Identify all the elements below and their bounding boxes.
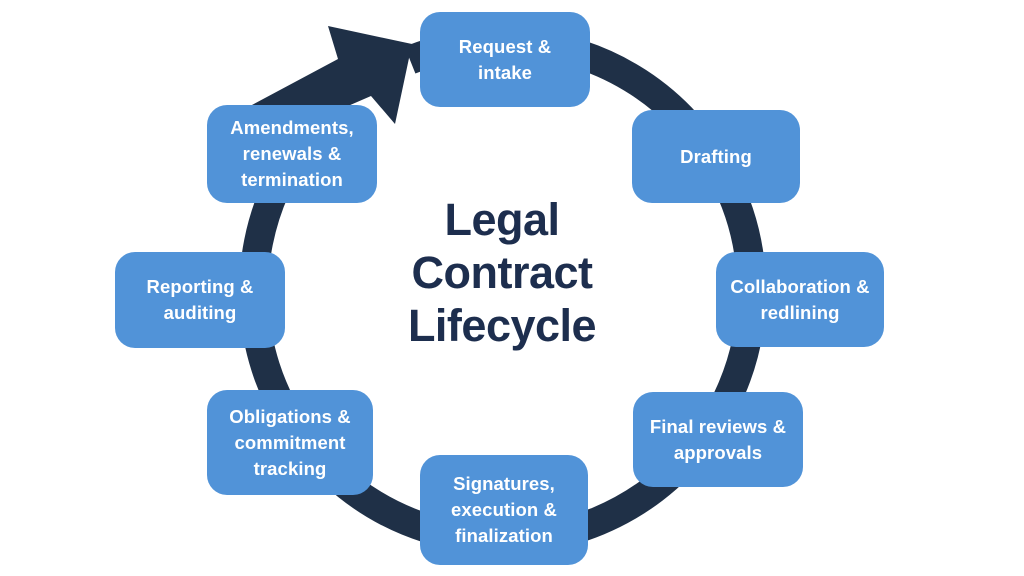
stage-label-obligations-commitment-tracking: Obligations & commitment tracking: [229, 405, 351, 479]
stage-box-signatures-execution-finalization: Signatures, execution & finalization: [420, 455, 588, 565]
diagram-title-line-1: Legal: [444, 194, 560, 245]
stage-box-drafting: Drafting: [632, 110, 800, 203]
stage-label-collaboration-redlining: Collaboration & redlining: [730, 275, 870, 323]
stage-box-obligations-commitment-tracking: Obligations & commitment tracking: [207, 390, 373, 495]
stage-label-reporting-auditing: Reporting & auditing: [146, 276, 254, 323]
diagram-title-line-3: Lifecycle: [407, 300, 597, 351]
stage-label-drafting: Drafting: [680, 145, 752, 167]
stage-label-amendments-renewals-termination: Amendments, renewals & termination: [230, 117, 354, 190]
stage-box-reporting-auditing: Reporting & auditing: [115, 252, 285, 348]
stage-label-request-intake: Request & intake: [458, 35, 552, 83]
stage-box-final-reviews-approvals: Final reviews & approvals: [633, 392, 803, 487]
stage-label-final-reviews-approvals: Final reviews & approvals: [649, 415, 787, 463]
stage-box-request-intake: Request & intake: [420, 12, 590, 107]
stage-box-amendments-renewals-termination: Amendments, renewals & termination: [207, 105, 377, 203]
diagram-title: Legal Contract Lifecycle: [347, 193, 657, 352]
stage-label-signatures-execution-finalization: Signatures, execution & finalization: [451, 473, 557, 546]
cycle-ring: [239, 27, 767, 555]
stage-box-collaboration-redlining: Collaboration & redlining: [716, 252, 884, 347]
diagram-title-line-2: Contract: [411, 247, 593, 298]
